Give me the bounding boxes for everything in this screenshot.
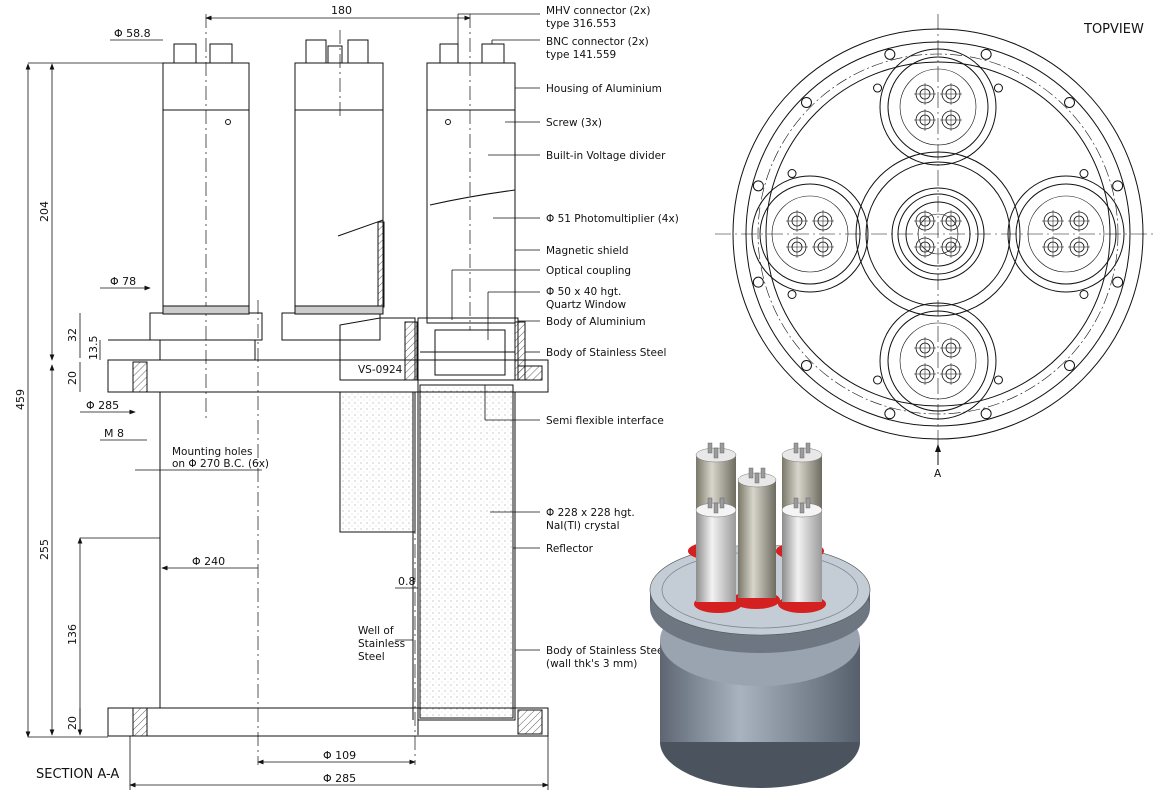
connector-pin (793, 497, 799, 509)
satellite-right (1007, 175, 1125, 293)
label-crystal-2: NaI(Tl) crystal (546, 520, 620, 532)
dim-m8: M 8 (104, 427, 124, 440)
bolt-hole (800, 96, 812, 108)
label-crystal-1: Φ 228 x 228 hgt. (546, 507, 635, 519)
bolt-hole (1064, 360, 1076, 372)
connector-pin (719, 442, 725, 454)
connector-pin (713, 447, 719, 459)
label-body-al: Body of Aluminium (546, 316, 646, 328)
connector-pin (713, 502, 719, 514)
section-marker: A (934, 468, 942, 480)
satellite-bottom (879, 302, 997, 420)
connector-pin (754, 472, 760, 484)
dimension-lines (25, 15, 549, 790)
connector-pin (748, 467, 754, 479)
top-view-title: TOPVIEW (1083, 22, 1144, 37)
dim-204: 204 (38, 201, 51, 222)
dim-180: 180 (331, 4, 352, 17)
connector-pin (805, 442, 811, 454)
bolt-hole (1112, 276, 1124, 288)
satellite-left (751, 175, 869, 293)
dim-58-8: Φ 58.8 (114, 27, 151, 40)
top-view-satellites (751, 48, 1125, 420)
label-well-1: Well of (358, 625, 394, 637)
bolt-inner (787, 169, 797, 179)
label-shield: Magnetic shield (546, 245, 629, 257)
top-view (715, 14, 1157, 462)
bolt-hole (800, 360, 812, 372)
dim-20-bot: 20 (66, 716, 79, 730)
dim-285-bot: Φ 285 (323, 772, 356, 785)
bolt-hole (1112, 180, 1124, 192)
dim-255: 255 (38, 539, 51, 560)
label-pmt: Φ 51 Photomultiplier (4x) (546, 213, 679, 225)
drawing-number: VS-0924 (358, 364, 403, 376)
label-coupling: Optical coupling (546, 265, 631, 277)
label-mounting-2: on Φ 270 B.C. (6x) (172, 458, 269, 470)
bolt-hole (980, 408, 992, 420)
connector-pin (799, 447, 805, 459)
label-well-3: Steel (358, 651, 385, 663)
leader-lines (395, 13, 540, 651)
connector-pin (707, 442, 713, 454)
label-bnc-1: BNC connector (2x) (546, 36, 649, 48)
connector-pin (805, 497, 811, 509)
connector-pin (707, 497, 713, 509)
label-screw: Screw (3x) (546, 117, 602, 129)
bolt-hole (752, 276, 764, 288)
top-view-bolts (752, 48, 1124, 420)
label-reflector: Reflector (546, 543, 594, 555)
label-well-2: Stainless (358, 638, 405, 650)
bolt-hole (1064, 96, 1076, 108)
bolt-hole (752, 180, 764, 192)
dim-109: Φ 109 (323, 749, 356, 762)
connector-pin (760, 467, 766, 479)
callout-texts: MHV connector (2x) type 316.553 BNC conn… (172, 5, 679, 670)
label-window-2: Quartz Window (546, 299, 626, 311)
section-view (107, 14, 549, 765)
dim-32: 32 (66, 328, 79, 342)
label-mhv-2: type 316.553 (546, 18, 616, 30)
dim-459: 459 (14, 389, 27, 410)
label-interface: Semi flexible interface (546, 415, 664, 427)
label-bnc-2: type 141.559 (546, 49, 616, 61)
dim-136: 136 (66, 624, 79, 645)
dim-0-8: 0.8 (398, 575, 416, 588)
bolt-hole (884, 48, 896, 60)
satellite-top (879, 48, 997, 166)
connector-pin (793, 442, 799, 454)
bolt-inner (993, 375, 1003, 385)
label-mhv-1: MHV connector (2x) (546, 5, 651, 17)
bolt-inner (873, 375, 883, 385)
label-window-1: Φ 50 x 40 hgt. (546, 286, 621, 298)
render-3d (649, 442, 871, 788)
bolt-hole (980, 48, 992, 60)
section-title: SECTION A-A (36, 767, 119, 782)
dim-13-5: 13.5 (87, 336, 100, 361)
label-body-ss-wall-2: (wall thk's 3 mm) (546, 658, 637, 670)
label-divider: Built-in Voltage divider (546, 150, 666, 162)
bolt-hole (884, 408, 896, 420)
label-body-ss-wall-1: Body of Stainless Steel (546, 645, 666, 657)
bolt-inner (873, 83, 883, 93)
connector-pin (719, 497, 725, 509)
label-mounting-1: Mounting holes (172, 446, 252, 458)
label-body-ss: Body of Stainless Steel (546, 347, 666, 359)
dim-20-top: 20 (66, 371, 79, 385)
dim-78: Φ 78 (110, 275, 136, 288)
bolt-inner (787, 289, 797, 299)
label-housing: Housing of Aluminium (546, 83, 662, 95)
dimension-texts: 180 Φ 58.8 204 Φ 78 32 13.5 459 20 Φ 285… (14, 4, 416, 785)
bolt-inner (993, 83, 1003, 93)
bolt-inner (1079, 289, 1089, 299)
bolt-inner (1079, 169, 1089, 179)
dim-240: Φ 240 (192, 555, 225, 568)
satellite-center (897, 193, 979, 275)
connector-pin (799, 502, 805, 514)
dim-285-left: Φ 285 (86, 399, 119, 412)
